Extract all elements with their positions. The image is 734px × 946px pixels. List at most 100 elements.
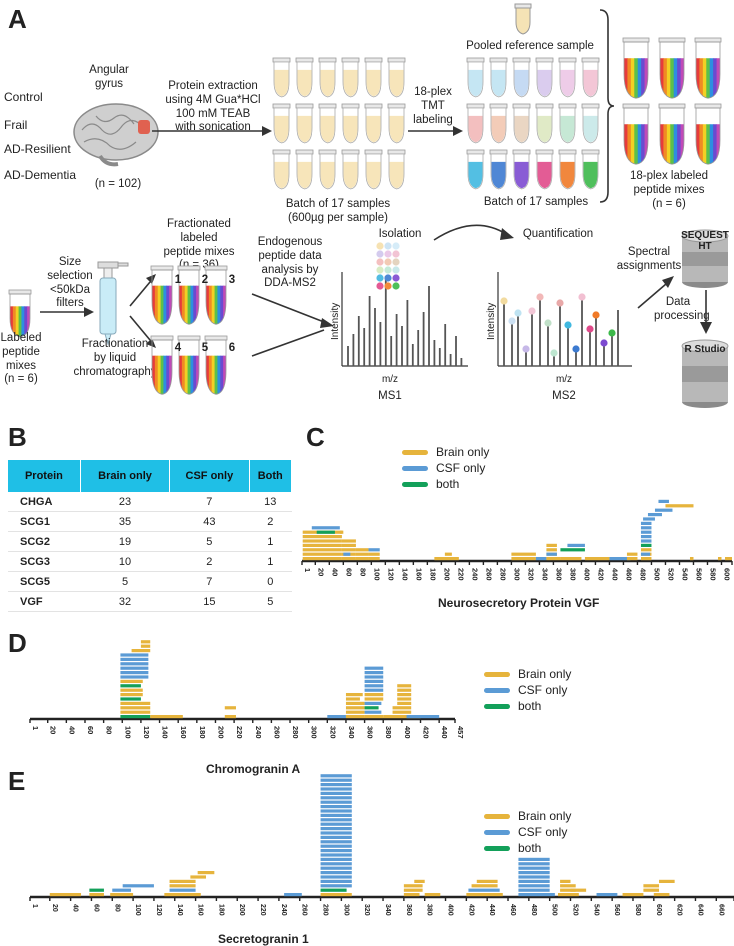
pooled-label: Pooled reference sample <box>466 40 594 52</box>
tube-icon <box>387 103 406 144</box>
peptide-bar <box>364 679 384 683</box>
peptide-bar <box>640 552 651 556</box>
legend-swatch-both <box>402 481 428 487</box>
legend-label: both <box>518 841 542 855</box>
tick-label: 40 <box>72 904 79 912</box>
tick-label: 460 <box>624 568 633 581</box>
peptide-bar <box>689 557 694 561</box>
cell: 19 <box>80 531 170 552</box>
column-header: Both <box>249 460 293 492</box>
peptide-bar <box>122 884 154 888</box>
tick-label: 340 <box>540 568 549 581</box>
peptide-bar <box>320 818 352 822</box>
tick-label: 240 <box>280 904 287 916</box>
table-header-row: Protein Brain only CSF only Both <box>8 460 293 492</box>
peptide-bar <box>570 888 587 892</box>
peptide-bar <box>345 697 360 701</box>
peptide-bar <box>518 893 555 897</box>
peptide-bar <box>164 893 201 897</box>
fractionated-tubes <box>150 265 228 395</box>
peptide-bar <box>343 552 351 556</box>
arrow <box>129 315 156 348</box>
tube-icon <box>581 57 600 98</box>
tube-icon <box>364 57 383 98</box>
isolation-dot <box>376 250 384 258</box>
legend-d: Brain only CSF only both <box>484 666 571 714</box>
peptide-bar <box>626 557 638 561</box>
peptide-bar <box>518 871 550 875</box>
cell: 5 <box>169 531 250 552</box>
peptide-bar <box>640 521 652 525</box>
tick-label: 140 <box>176 904 183 916</box>
tube-icon <box>204 335 228 395</box>
tick-label: 20 <box>51 904 58 912</box>
ms2-label: MS2 <box>552 390 576 402</box>
tube-icon <box>295 57 314 98</box>
peptide-bar <box>546 552 557 556</box>
peptide-bar <box>320 840 352 844</box>
peptide-bar <box>320 805 352 809</box>
tick-label: 420 <box>596 568 605 581</box>
tube-icon <box>272 57 291 98</box>
tick-label: 180 <box>198 726 207 739</box>
legend-label: both <box>436 477 460 491</box>
tick-label: 380 <box>426 904 433 916</box>
x-axis-label: Neurosecretory Protein VGF <box>438 596 600 610</box>
peptide-bar <box>397 693 412 697</box>
tick-label: 520 <box>571 904 578 916</box>
peptide-bar <box>364 715 384 719</box>
tube-number: 4 <box>174 342 182 354</box>
tick-label: 380 <box>568 568 577 581</box>
cell: 1 <box>249 551 292 572</box>
tube-icon <box>489 57 508 98</box>
tick-label: 80 <box>113 904 120 912</box>
peptide-bar <box>397 684 412 688</box>
tick-label: 340 <box>384 904 391 916</box>
peptide-bar <box>224 715 236 719</box>
reporter-ion-dot <box>608 329 616 337</box>
tube-icon <box>204 265 228 325</box>
peptide-bar <box>658 499 669 503</box>
tube-icon <box>318 103 337 144</box>
tick-label: 200 <box>442 568 451 581</box>
tick-label: 200 <box>216 726 225 739</box>
cell: 5 <box>80 571 170 592</box>
tick-label: 480 <box>638 568 647 581</box>
tick-label: 220 <box>456 568 465 581</box>
peptide-bar <box>518 857 550 861</box>
tick-label: 120 <box>142 726 151 739</box>
legend-swatch-both <box>484 845 510 851</box>
tube-icon <box>341 103 360 144</box>
tube-icon <box>150 335 174 395</box>
isolation-dot <box>376 242 384 250</box>
tube-icon <box>341 57 360 98</box>
tube-icon <box>512 57 531 98</box>
brain-region-label: Angular gyrus <box>89 64 129 90</box>
peptide-bar <box>120 653 149 657</box>
isolation-dot <box>376 266 384 274</box>
peptide-bar <box>518 862 550 866</box>
fractionated-label: Fractionated labeled peptide mixes (n = … <box>163 218 235 272</box>
column-header: CSF only <box>169 460 250 492</box>
peptide-bar <box>302 535 342 539</box>
x-axis-label: Secretogranin 1 <box>218 932 309 946</box>
legend-label: CSF only <box>436 461 486 475</box>
tube-icon <box>694 37 722 99</box>
protein-name: VGF <box>8 591 81 612</box>
tick-label: 500 <box>551 904 558 916</box>
peptide-bar <box>320 813 352 817</box>
axis-label: m/z <box>381 374 399 385</box>
peptide-bar <box>320 796 352 800</box>
peptide-bar <box>320 783 352 787</box>
reporter-ion-dot <box>600 339 608 347</box>
cell: 2 <box>249 511 292 532</box>
peptide-bar <box>558 893 579 897</box>
protein-name: SCG5 <box>8 571 81 592</box>
tube-icon <box>295 149 314 190</box>
peptide-bar <box>640 548 652 552</box>
legend-label: Brain only <box>518 809 572 823</box>
tick-label: 320 <box>526 568 535 581</box>
database-icon <box>681 339 729 408</box>
peptide-bar <box>320 875 352 879</box>
